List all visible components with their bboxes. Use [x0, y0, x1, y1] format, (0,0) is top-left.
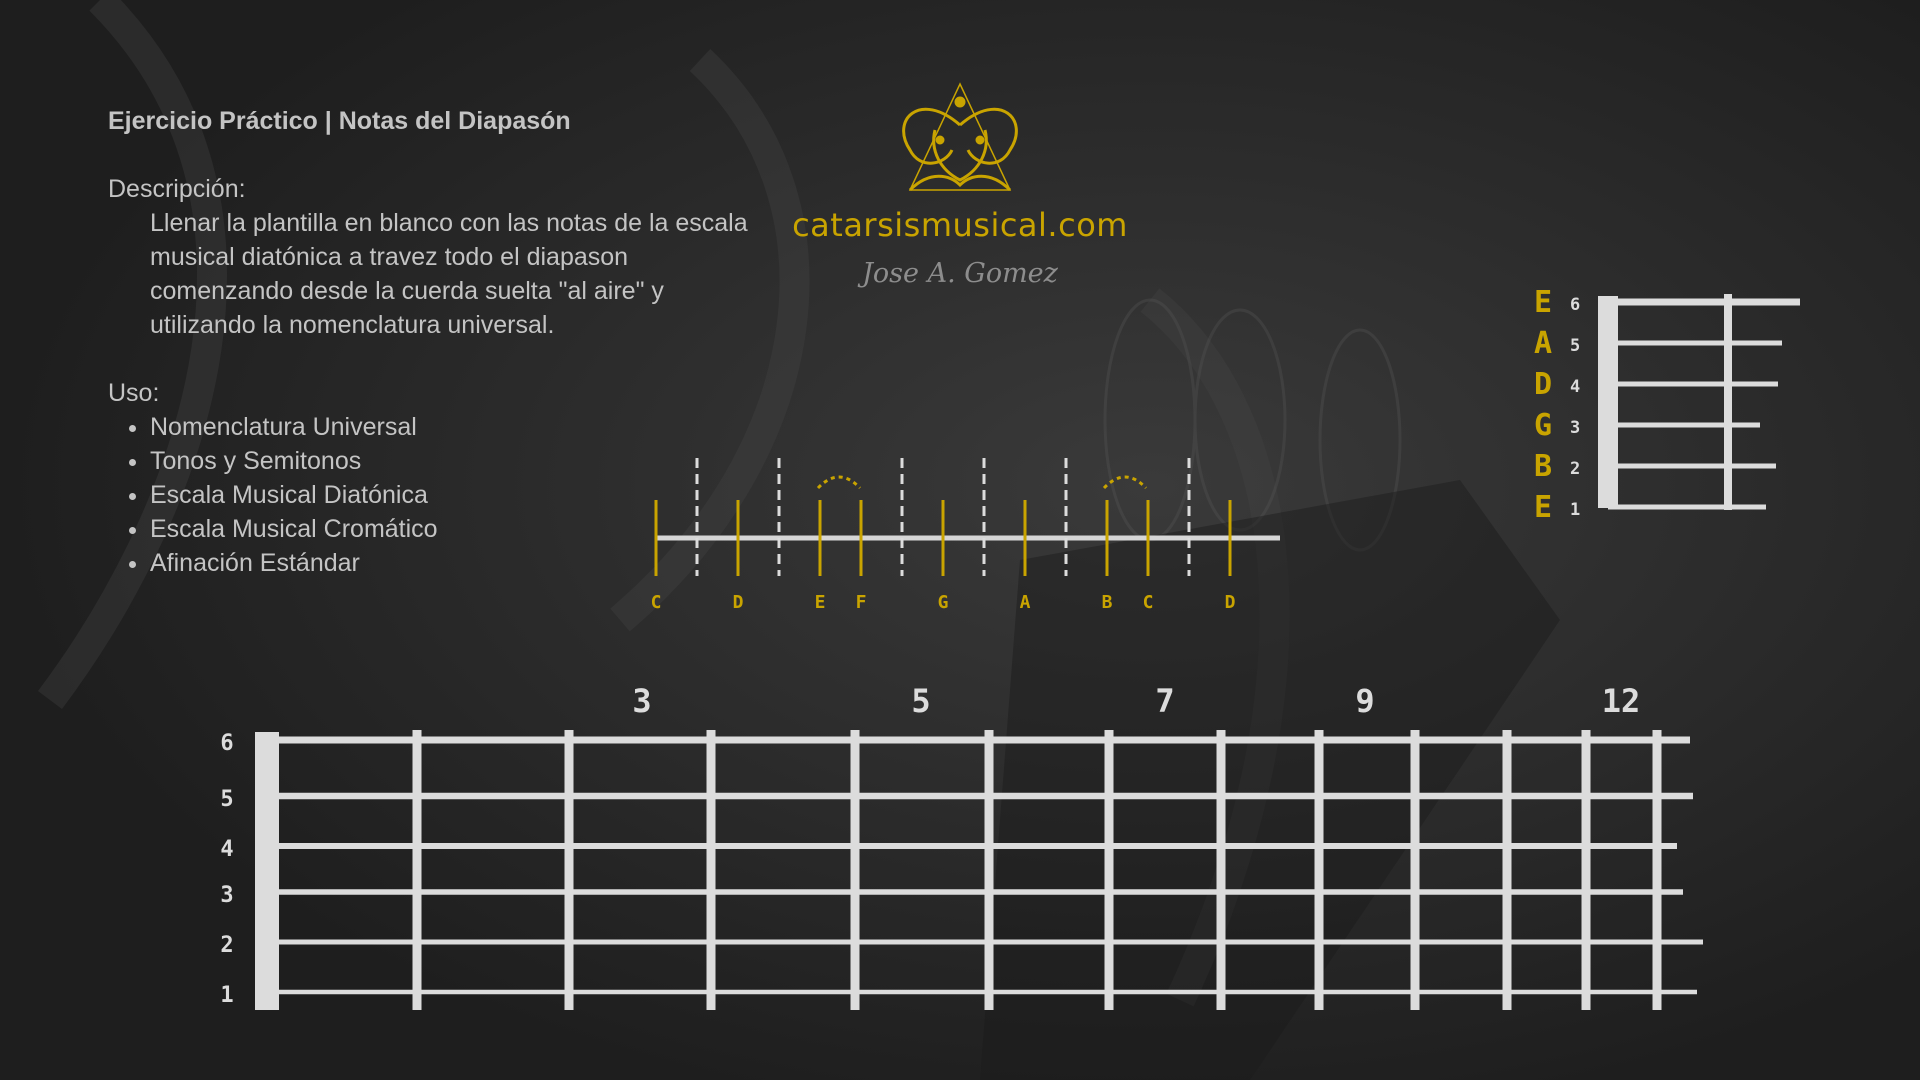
tuning-string-number: 6 — [1570, 295, 1580, 315]
scale-note-label: D — [733, 592, 744, 613]
fretboard-string-number: 1 — [220, 983, 233, 1008]
scale-note-label: E — [815, 592, 826, 613]
scale-note-label: D — [1225, 592, 1236, 613]
tuning-note-label: E — [1534, 490, 1552, 525]
semitone-arc-b-c — [1102, 475, 1148, 490]
description-text: Llenar la plantilla en blanco con las no… — [150, 209, 748, 339]
tuning-nut — [1598, 296, 1618, 508]
semitone-arc-e-f — [816, 475, 862, 490]
tuning-string-number: 1 — [1570, 500, 1580, 520]
lotus-triangle-logo-icon — [902, 82, 1018, 192]
usage-item: Tonos y Semitonos — [150, 444, 750, 478]
fret-marker-label: 12 — [1602, 682, 1641, 720]
fret-marker-label: 7 — [1155, 682, 1174, 720]
fret-marker-label: 5 — [911, 682, 930, 720]
blank-fretboard: 3 5 7 9 12 6 5 4 3 2 1 — [220, 682, 1703, 1010]
tuning-string-number: 5 — [1570, 336, 1580, 356]
usage-item: Afinación Estándar — [150, 546, 750, 580]
scale-note-label: C — [1143, 592, 1154, 613]
tuning-string-number: 4 — [1570, 377, 1580, 397]
scale-note-label: B — [1102, 592, 1113, 613]
fret-marker-label: 3 — [632, 682, 651, 720]
tuning-note-label: G — [1534, 408, 1552, 443]
fretboard-string-number: 6 — [220, 731, 233, 756]
fretboard-string-number: 4 — [220, 837, 233, 862]
tuning-string-number: 3 — [1570, 418, 1580, 438]
usage-item: Escala Musical Cromático — [150, 512, 750, 546]
tuning-note-label: E — [1534, 285, 1552, 320]
fretboard-string-number: 2 — [220, 933, 233, 958]
fretboard-string-number: 3 — [220, 883, 233, 908]
usage-list: Nomenclatura Universal Tonos y Semitonos… — [108, 410, 750, 580]
description-label: Descripción: — [108, 175, 246, 203]
scale-note-label: A — [1020, 592, 1031, 613]
scale-note-label: F — [856, 592, 867, 613]
scale-note-label: C — [651, 592, 662, 613]
usage-item: Escala Musical Diatónica — [150, 478, 750, 512]
usage-item: Nomenclatura Universal — [150, 410, 750, 444]
tuning-note-label: A — [1534, 326, 1552, 361]
website-label: catarsismusical.com — [792, 206, 1128, 244]
tuning-string-number: 2 — [1570, 459, 1580, 479]
fretboard-string-number: 5 — [220, 787, 233, 812]
usage-label: Uso: — [108, 379, 160, 407]
exercise-title: Ejercicio Práctico | Notas del Diapasón — [108, 107, 571, 135]
scale-note-label: G — [938, 592, 949, 613]
exercise-info-panel: Ejercicio Práctico | Notas del Diapasón … — [108, 104, 750, 580]
tuning-note-label: D — [1534, 367, 1552, 402]
fret-marker-label: 9 — [1355, 682, 1374, 720]
author-signature: Jose A. Gomez — [862, 258, 1058, 289]
fretboard-nut — [255, 732, 279, 1010]
tuning-note-label: B — [1534, 449, 1552, 484]
brand-block: catarsismusical.com Jose A. Gomez — [790, 80, 1130, 289]
